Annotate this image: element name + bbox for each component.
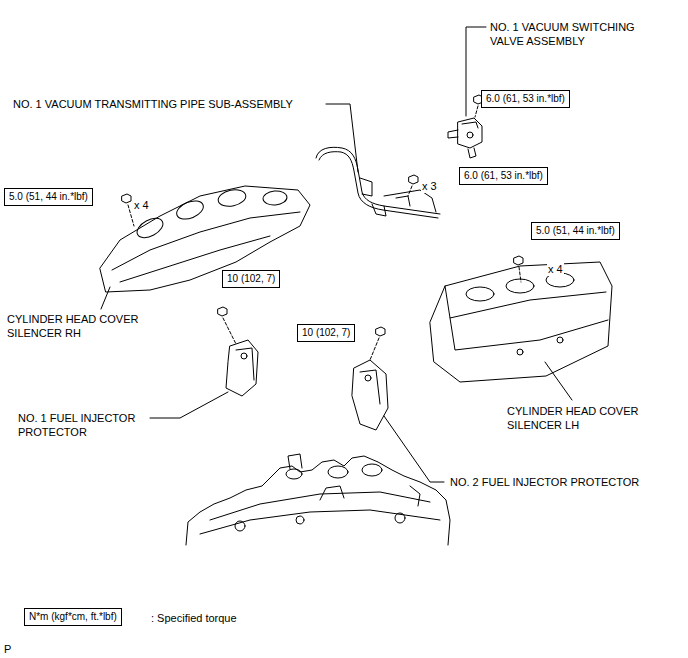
legend-sample-box: N*m (kgf*cm, ft.*lbf) bbox=[24, 608, 122, 626]
torque-value: 10 (102, 7) bbox=[302, 327, 350, 339]
torque-value: 6.0 (61, 53 in.*lbf) bbox=[464, 170, 543, 182]
part-name: NO. 2 FUEL INJECTOR PROTECTOR bbox=[449, 475, 640, 489]
part-name: NO. 1 VACUUM TRANSMITTING PIPE SUB-ASSEM… bbox=[12, 97, 294, 111]
bolt-count: x 3 bbox=[421, 179, 438, 193]
torque-box: 5.0 (51, 44 in.*lbf) bbox=[531, 222, 620, 240]
bolt-count: x 4 bbox=[133, 198, 150, 212]
torque-value: 10 (102, 7) bbox=[227, 273, 275, 285]
part-name: CYLINDER HEAD COVER SILENCER RH bbox=[6, 312, 148, 340]
engine-illustration bbox=[186, 454, 450, 545]
fuel-injector-protector-2 bbox=[352, 327, 444, 482]
torque-value: 5.0 (51, 44 in.*lbf) bbox=[9, 191, 88, 203]
vacuum-transmitting-pipe bbox=[316, 104, 440, 218]
torque-value: 6.0 (61, 53 in.*lbf) bbox=[486, 93, 565, 105]
part-name: NO. 1 VACUUM SWITCHING VALVE ASSEMBLY bbox=[489, 20, 656, 48]
torque-value: N*m (kgf*cm, ft.*lbf) bbox=[29, 611, 117, 623]
torque-box: 6.0 (61, 53 in.*lbf) bbox=[459, 167, 548, 185]
silencer-rh bbox=[100, 186, 310, 309]
torque-box: 5.0 (51, 44 in.*lbf) bbox=[4, 188, 93, 206]
figure-code: P bbox=[3, 642, 12, 656]
torque-box: 10 (102, 7) bbox=[297, 324, 355, 342]
silencer-lh bbox=[430, 256, 612, 400]
torque-box: 6.0 (61, 53 in.*lbf) bbox=[481, 90, 570, 108]
legend-text: : Specified torque bbox=[150, 611, 238, 625]
torque-box: 10 (102, 7) bbox=[222, 270, 280, 288]
part-name: NO. 1 FUEL INJECTOR PROTECTOR bbox=[17, 411, 149, 439]
torque-value: 5.0 (51, 44 in.*lbf) bbox=[536, 225, 615, 237]
fuel-injector-protector-1 bbox=[150, 307, 258, 418]
bolt-count: x 4 bbox=[547, 262, 564, 276]
part-name: CYLINDER HEAD COVER SILENCER LH bbox=[506, 404, 648, 432]
